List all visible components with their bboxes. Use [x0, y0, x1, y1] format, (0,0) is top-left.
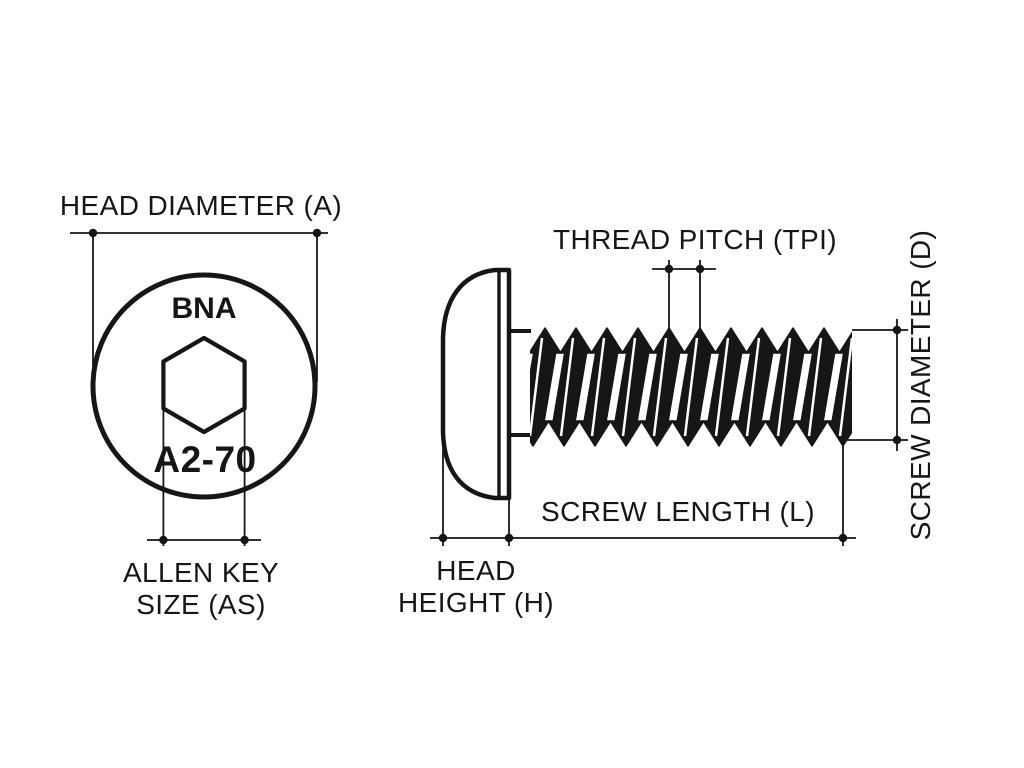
head-top-view: BNA A2-70: [90, 272, 318, 500]
thread-pitch-dimension: THREAD PITCH (TPI): [553, 224, 837, 331]
head-height-dimension: HEAD HEIGHT (H): [398, 555, 554, 618]
allen-key-dimension: ALLEN KEY SIZE (AS): [123, 410, 279, 620]
screw-length-dimension: SCREW LENGTH (L): [430, 444, 856, 546]
screw-diameter-label: SCREW DIAMETER (D): [905, 230, 936, 541]
screw-length-label: SCREW LENGTH (L): [541, 496, 815, 527]
thread-pitch-label: THREAD PITCH (TPI): [553, 224, 837, 255]
button-head-profile: [440, 267, 512, 501]
head-diameter-label: HEAD DIAMETER (A): [60, 190, 342, 221]
head-height-label-line1: HEAD: [436, 555, 515, 586]
thread-section: [530, 327, 852, 447]
screw-side-view: [440, 267, 852, 501]
head-diameter-dimension: HEAD DIAMETER (A): [60, 190, 342, 382]
allen-key-label-line2: SIZE (AS): [136, 589, 266, 620]
head-height-label-line2: HEIGHT (H): [398, 587, 554, 618]
head-marking-grade: A2-70: [153, 439, 256, 480]
allen-socket-hexagon: [161, 335, 247, 435]
head-marking-brand: BNA: [172, 292, 237, 325]
screw-diameter-dimension: SCREW DIAMETER (D): [843, 230, 936, 541]
head-outline-circle: [90, 272, 318, 500]
allen-key-label-line1: ALLEN KEY: [123, 557, 279, 588]
